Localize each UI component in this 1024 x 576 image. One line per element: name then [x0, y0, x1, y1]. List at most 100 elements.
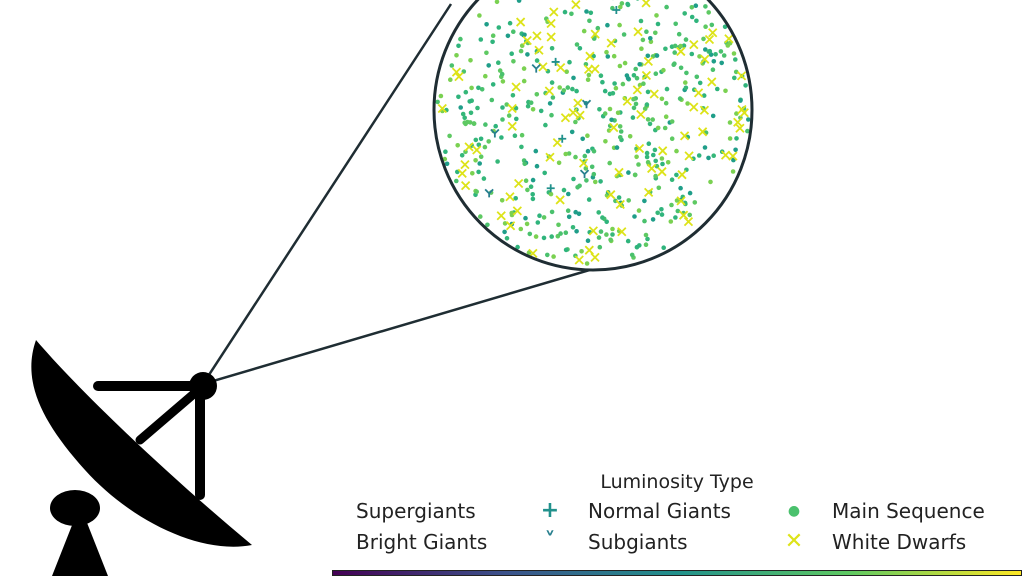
- main-sequence-point: [567, 59, 572, 65]
- main-sequence-point: [435, 99, 440, 105]
- main-sequence-point: [645, 89, 651, 95]
- main-sequence-point: [493, 123, 499, 129]
- main-sequence-point: [721, 53, 727, 58]
- main-sequence-point: [632, 172, 638, 178]
- main-sequence-point: [454, 53, 459, 58]
- white-dwarf-point: [739, 108, 749, 118]
- main-sequence-point: [582, 153, 588, 159]
- x-marker-icon: ✕: [784, 529, 804, 554]
- main-sequence-point: [525, 187, 530, 193]
- main-sequence-point: [490, 82, 496, 87]
- sight-line-lower: [202, 267, 594, 386]
- main-sequence-point: [521, 66, 527, 71]
- main-sequence-point: [566, 214, 572, 220]
- main-sequence-point: [486, 139, 492, 144]
- main-sequence-point: [489, 97, 495, 103]
- subgiant-point: [484, 188, 494, 198]
- main-sequence-point: [535, 220, 541, 225]
- main-sequence-point: [604, 219, 609, 225]
- white-dwarf-point: [574, 255, 584, 265]
- main-sequence-point: [734, 136, 739, 141]
- main-sequence-point: [591, 53, 596, 59]
- main-sequence-point: [652, 147, 658, 153]
- main-sequence-point: [703, 47, 708, 52]
- white-dwarf-point: [704, 34, 715, 45]
- main-sequence-point: [746, 117, 751, 122]
- white-dwarf-point: [684, 151, 694, 161]
- main-sequence-point: [694, 74, 700, 80]
- main-sequence-point: [643, 232, 649, 238]
- white-dwarf-point: [700, 54, 710, 64]
- main-sequence-point: [558, 231, 563, 236]
- main-sequence-point: [494, 0, 500, 5]
- white-dwarf-point: [505, 221, 516, 231]
- main-sequence-point: [585, 238, 591, 243]
- main-sequence-point: [682, 11, 687, 16]
- main-sequence-point: [647, 121, 653, 127]
- white-dwarf-point: [689, 102, 699, 112]
- main-sequence-point: [564, 69, 569, 74]
- main-sequence-point: [663, 46, 668, 52]
- main-sequence-point: [675, 208, 681, 214]
- main-sequence-point: [584, 9, 589, 14]
- main-sequence-point: [481, 176, 487, 181]
- white-dwarf-point: [555, 195, 565, 205]
- main-sequence-point: [593, 179, 598, 185]
- main-sequence-point: [530, 192, 535, 197]
- white-dwarf-point: [590, 29, 600, 39]
- main-sequence-point: [644, 102, 650, 107]
- main-sequence-point: [484, 22, 489, 27]
- main-sequence-point: [683, 80, 688, 85]
- white-dwarf-point: [697, 127, 708, 137]
- main-sequence-point: [703, 24, 708, 30]
- main-sequence-point: [496, 25, 502, 30]
- main-sequence-point: [566, 151, 572, 156]
- main-sequence-point: [626, 198, 631, 203]
- main-sequence-point: [661, 67, 666, 73]
- main-sequence-point: [646, 141, 652, 146]
- main-sequence-point: [545, 252, 550, 258]
- main-sequence-point: [530, 107, 536, 112]
- main-sequence-point: [496, 60, 501, 65]
- main-sequence-point: [653, 158, 658, 164]
- main-sequence-point: [534, 163, 540, 169]
- magnifier-circle-fill: [434, 0, 752, 270]
- main-sequence-point: [653, 173, 658, 179]
- tri-down-marker-icon: ˅: [544, 529, 556, 554]
- main-sequence-point: [438, 93, 444, 99]
- white-dwarf-point: [544, 86, 554, 96]
- legend-label: Normal Giants: [588, 499, 731, 523]
- plus-marker-icon: +: [540, 498, 560, 523]
- main-sequence-point: [663, 114, 669, 119]
- white-dwarf-point: [633, 27, 643, 37]
- white-dwarf-point: [683, 217, 694, 227]
- main-sequence-point: [612, 81, 617, 86]
- star-field: [435, 0, 751, 266]
- main-sequence-point: [514, 116, 519, 122]
- main-sequence-point: [521, 78, 527, 84]
- main-sequence-point: [459, 153, 465, 158]
- main-sequence-point: [455, 143, 461, 148]
- main-sequence-point: [660, 161, 665, 167]
- main-sequence-point: [610, 232, 615, 237]
- main-sequence-point: [456, 94, 461, 100]
- main-sequence-point: [710, 67, 716, 72]
- white-dwarf-point: [522, 35, 532, 46]
- main-sequence-point: [596, 235, 602, 240]
- main-sequence-point: [641, 81, 646, 86]
- main-sequence-point: [674, 172, 679, 178]
- main-sequence-point: [598, 179, 603, 184]
- main-sequence-point: [608, 237, 613, 243]
- white-dwarf-point: [733, 117, 743, 127]
- main-sequence-point: [733, 69, 739, 75]
- main-sequence-point: [528, 100, 534, 105]
- white-dwarf-point: [736, 71, 747, 81]
- subgiant-point: [490, 128, 500, 138]
- main-sequence-point: [713, 52, 718, 57]
- main-sequence-point: [631, 96, 636, 102]
- main-sequence-point: [467, 99, 473, 104]
- main-sequence-point: [597, 244, 603, 250]
- main-sequence-point: [462, 115, 468, 121]
- main-sequence-point: [636, 162, 641, 167]
